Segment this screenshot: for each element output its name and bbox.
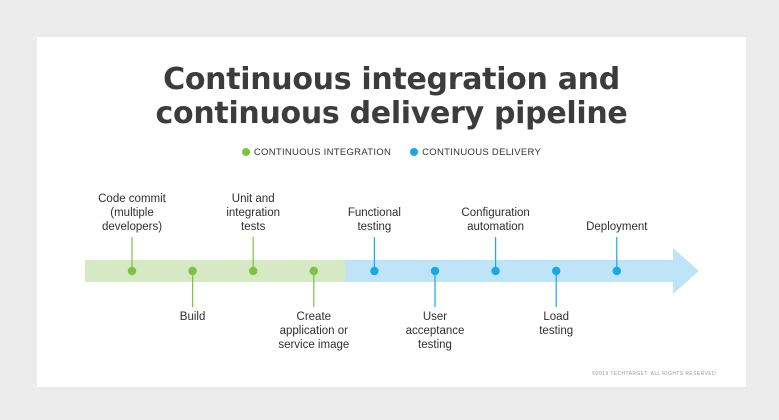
stage-dot <box>249 266 258 276</box>
stage-label: Configuration automation <box>441 206 551 234</box>
stage-label: Create application or service image <box>259 310 369 352</box>
cd-legend-dot-icon <box>410 148 419 157</box>
stage-label: Code commit (multiple developers) <box>77 192 187 234</box>
ci-legend-dot-icon <box>241 148 250 157</box>
diagram-title: Continuous integration and continuous de… <box>37 63 746 131</box>
title-line-1: Continuous integration and <box>163 62 620 97</box>
stage-dot <box>430 266 440 276</box>
stage-label-line: Build <box>179 311 206 323</box>
legend-label-cd: CONTINUOUS DELIVERY <box>422 147 542 158</box>
ci-band <box>85 260 345 282</box>
stage-dot <box>612 266 621 276</box>
stage-label-line: service image <box>278 339 350 351</box>
stage-label-line: Create <box>296 311 332 323</box>
stage-label: Build <box>138 310 248 324</box>
legend: CONTINUOUS INTEGRATION CONTINUOUS DELIVE… <box>37 147 746 158</box>
stage-label-line: testing <box>357 221 392 233</box>
pipeline-timeline <box>85 237 699 307</box>
stage-label: Deployment <box>562 220 672 234</box>
stage-label-line: Configuration <box>461 207 530 219</box>
stage-label-line: Load <box>543 311 569 323</box>
stage-label: Load testing <box>501 310 611 338</box>
stage-dot <box>370 266 379 276</box>
stage-label-line: User <box>422 311 448 323</box>
stage-label: User acceptance testing <box>380 310 490 352</box>
cd-band <box>345 260 673 282</box>
stage-dot <box>188 266 197 276</box>
arrowhead-icon <box>673 248 699 294</box>
stage-label-line: tests <box>241 221 266 233</box>
stage-label-line: integration <box>226 207 281 219</box>
stage-label-line: Deployment <box>586 221 648 233</box>
stage-label-line: testing <box>539 325 574 337</box>
stage-label-line: testing <box>418 339 452 351</box>
stage-label-line: developers) <box>101 221 163 233</box>
stage-label-line: Unit and <box>231 193 275 205</box>
copyright-footer: ©2019 TECHTARGET. ALL RIGHTS RESERVED <box>591 371 716 377</box>
stage-label: Functional testing <box>319 206 429 234</box>
stage-label-line: automation <box>467 221 525 233</box>
legend-item-ci: CONTINUOUS INTEGRATION <box>241 147 392 158</box>
stage-label-line: Functional <box>347 207 401 219</box>
stage-dot <box>491 266 500 276</box>
title-line-2: continuous delivery pipeline <box>155 96 628 131</box>
stage-label-line: acceptance <box>405 325 465 337</box>
stage-label-line: Code commit <box>98 193 166 205</box>
stage-label: Unit and integration tests <box>198 192 308 234</box>
legend-label-ci: CONTINUOUS INTEGRATION <box>253 147 392 158</box>
stage-label-line: (multiple <box>110 207 154 219</box>
stage-label-line: application or <box>279 325 348 337</box>
stage-dot <box>127 266 137 276</box>
stage-dot <box>309 266 318 276</box>
legend-item-cd: CONTINUOUS DELIVERY <box>410 147 541 158</box>
stage-dot <box>552 266 561 276</box>
diagram-card: Continuous integration and continuous de… <box>37 37 746 387</box>
